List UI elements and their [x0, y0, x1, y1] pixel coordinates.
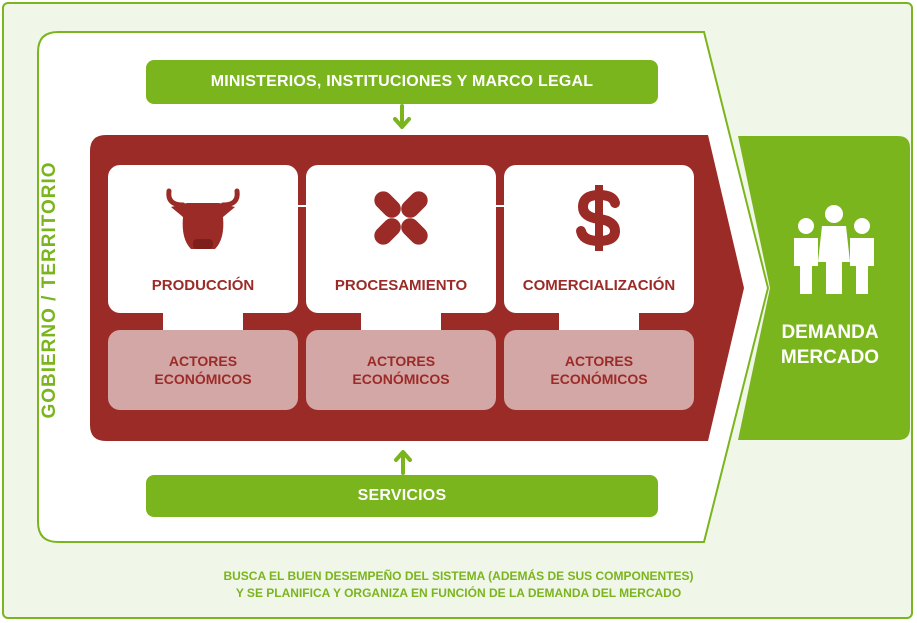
processing-label: PROCESAMIENTO — [334, 277, 468, 294]
commerce-label: COMERCIALIZACIÓN — [522, 277, 676, 294]
government-territory-label: GOBIERNO / TERRITORIO — [39, 161, 60, 419]
footnote: BUSCA EL BUEN DESEMPEÑO DEL SISTEMA (ADE… — [0, 568, 917, 602]
stage-card-production: PRODUCCIÓN — [108, 165, 298, 313]
demand-market-label: DEMANDA MERCADO — [760, 320, 900, 370]
demand-line2: MERCADO — [780, 347, 880, 368]
production-label: PRODUCCIÓN — [151, 277, 255, 294]
commerce-tab — [559, 313, 639, 335]
actors-line2: ECONÓMICOS — [154, 371, 252, 387]
stage-card-commerce: COMERCIALIZACIÓN — [504, 165, 694, 313]
ministries-label: MINISTERIOS, INSTITUCIONES Y MARCO LEGAL — [210, 73, 594, 90]
actors-card-processing: ACTORES ECONÓMICOS — [306, 330, 496, 410]
footnote-line2: Y SE PLANIFICA Y ORGANIZA EN FUNCIÓN DE … — [235, 586, 682, 600]
demand-line1: DEMANDA — [781, 322, 879, 343]
dollar-icon — [576, 185, 621, 251]
arrow-down-icon — [393, 104, 411, 129]
actors-line2: ECONÓMICOS — [352, 371, 450, 387]
cow-head-icon — [166, 188, 240, 249]
actors-card-commerce: ACTORES ECONÓMICOS — [504, 330, 694, 410]
actors-card-production: ACTORES ECONÓMICOS — [108, 330, 298, 410]
fan-icon — [374, 191, 428, 245]
ministries-bar: MINISTERIOS, INSTITUCIONES Y MARCO LEGAL — [146, 60, 658, 104]
processing-tab — [361, 313, 441, 335]
actors-line1: ACTORES — [366, 353, 436, 369]
arrow-up-icon — [394, 450, 412, 475]
footnote-line1: BUSCA EL BUEN DESEMPEÑO DEL SISTEMA (ADE… — [223, 569, 694, 583]
services-label: SERVICIOS — [357, 487, 447, 504]
services-bar: SERVICIOS — [146, 475, 658, 517]
market-demand-box — [738, 136, 910, 440]
people-group-icon — [794, 205, 874, 294]
actors-line1: ACTORES — [168, 353, 238, 369]
actors-line2: ECONÓMICOS — [550, 371, 648, 387]
production-tab — [163, 313, 243, 335]
actors-line1: ACTORES — [564, 353, 634, 369]
stage-card-processing: PROCESAMIENTO — [306, 165, 496, 313]
